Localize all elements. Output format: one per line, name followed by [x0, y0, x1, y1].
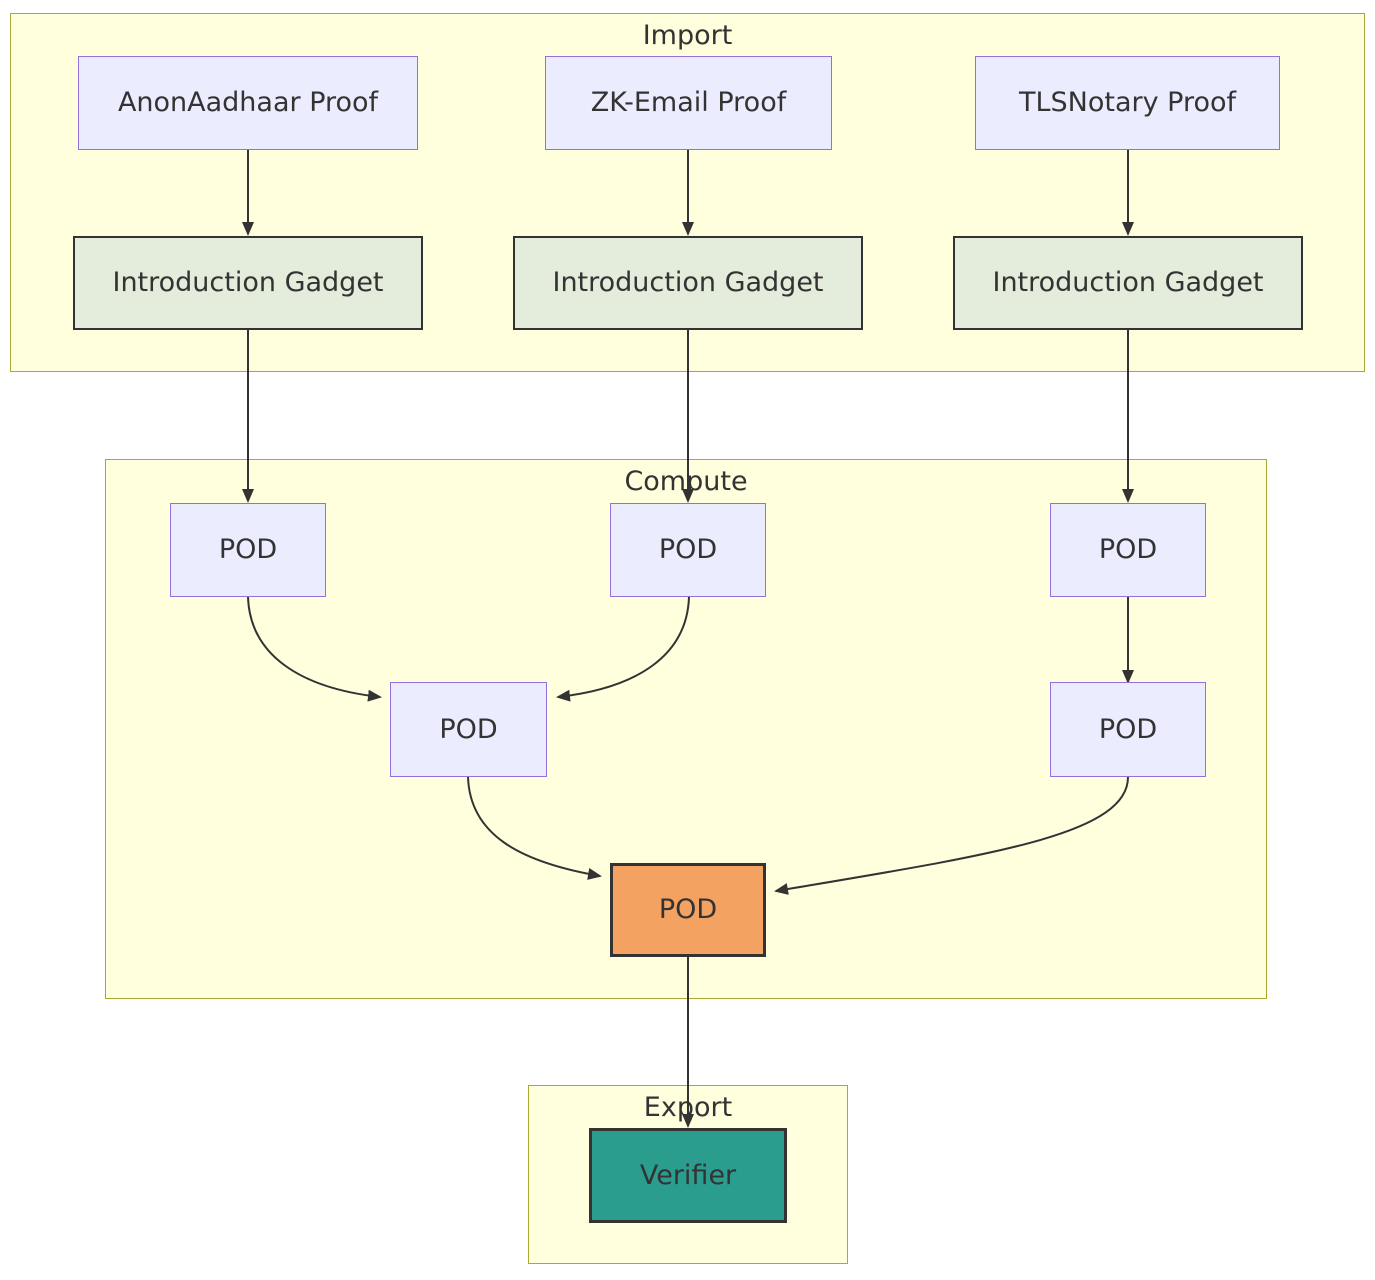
- node-pod-right-bottom: POD: [1050, 682, 1206, 777]
- node-pod-left: POD: [170, 503, 326, 597]
- export-title: Export: [643, 1092, 733, 1123]
- compute-title: Compute: [624, 466, 748, 497]
- node-verifier: Verifier: [589, 1128, 787, 1223]
- node-introduction-gadget-1: Introduction Gadget: [73, 236, 423, 330]
- node-pod-merge: POD: [390, 682, 547, 777]
- import-title: Import: [642, 20, 733, 51]
- node-pod-right-top: POD: [1050, 503, 1206, 597]
- node-anonaadhaar-proof: AnonAadhaar Proof: [78, 56, 418, 150]
- node-zk-email-proof: ZK-Email Proof: [545, 56, 832, 150]
- node-tlsnotary-proof: TLSNotary Proof: [975, 56, 1280, 150]
- node-pod-mid: POD: [610, 503, 766, 597]
- node-introduction-gadget-3: Introduction Gadget: [953, 236, 1303, 330]
- node-pod-final: POD: [610, 863, 766, 957]
- node-introduction-gadget-2: Introduction Gadget: [513, 236, 863, 330]
